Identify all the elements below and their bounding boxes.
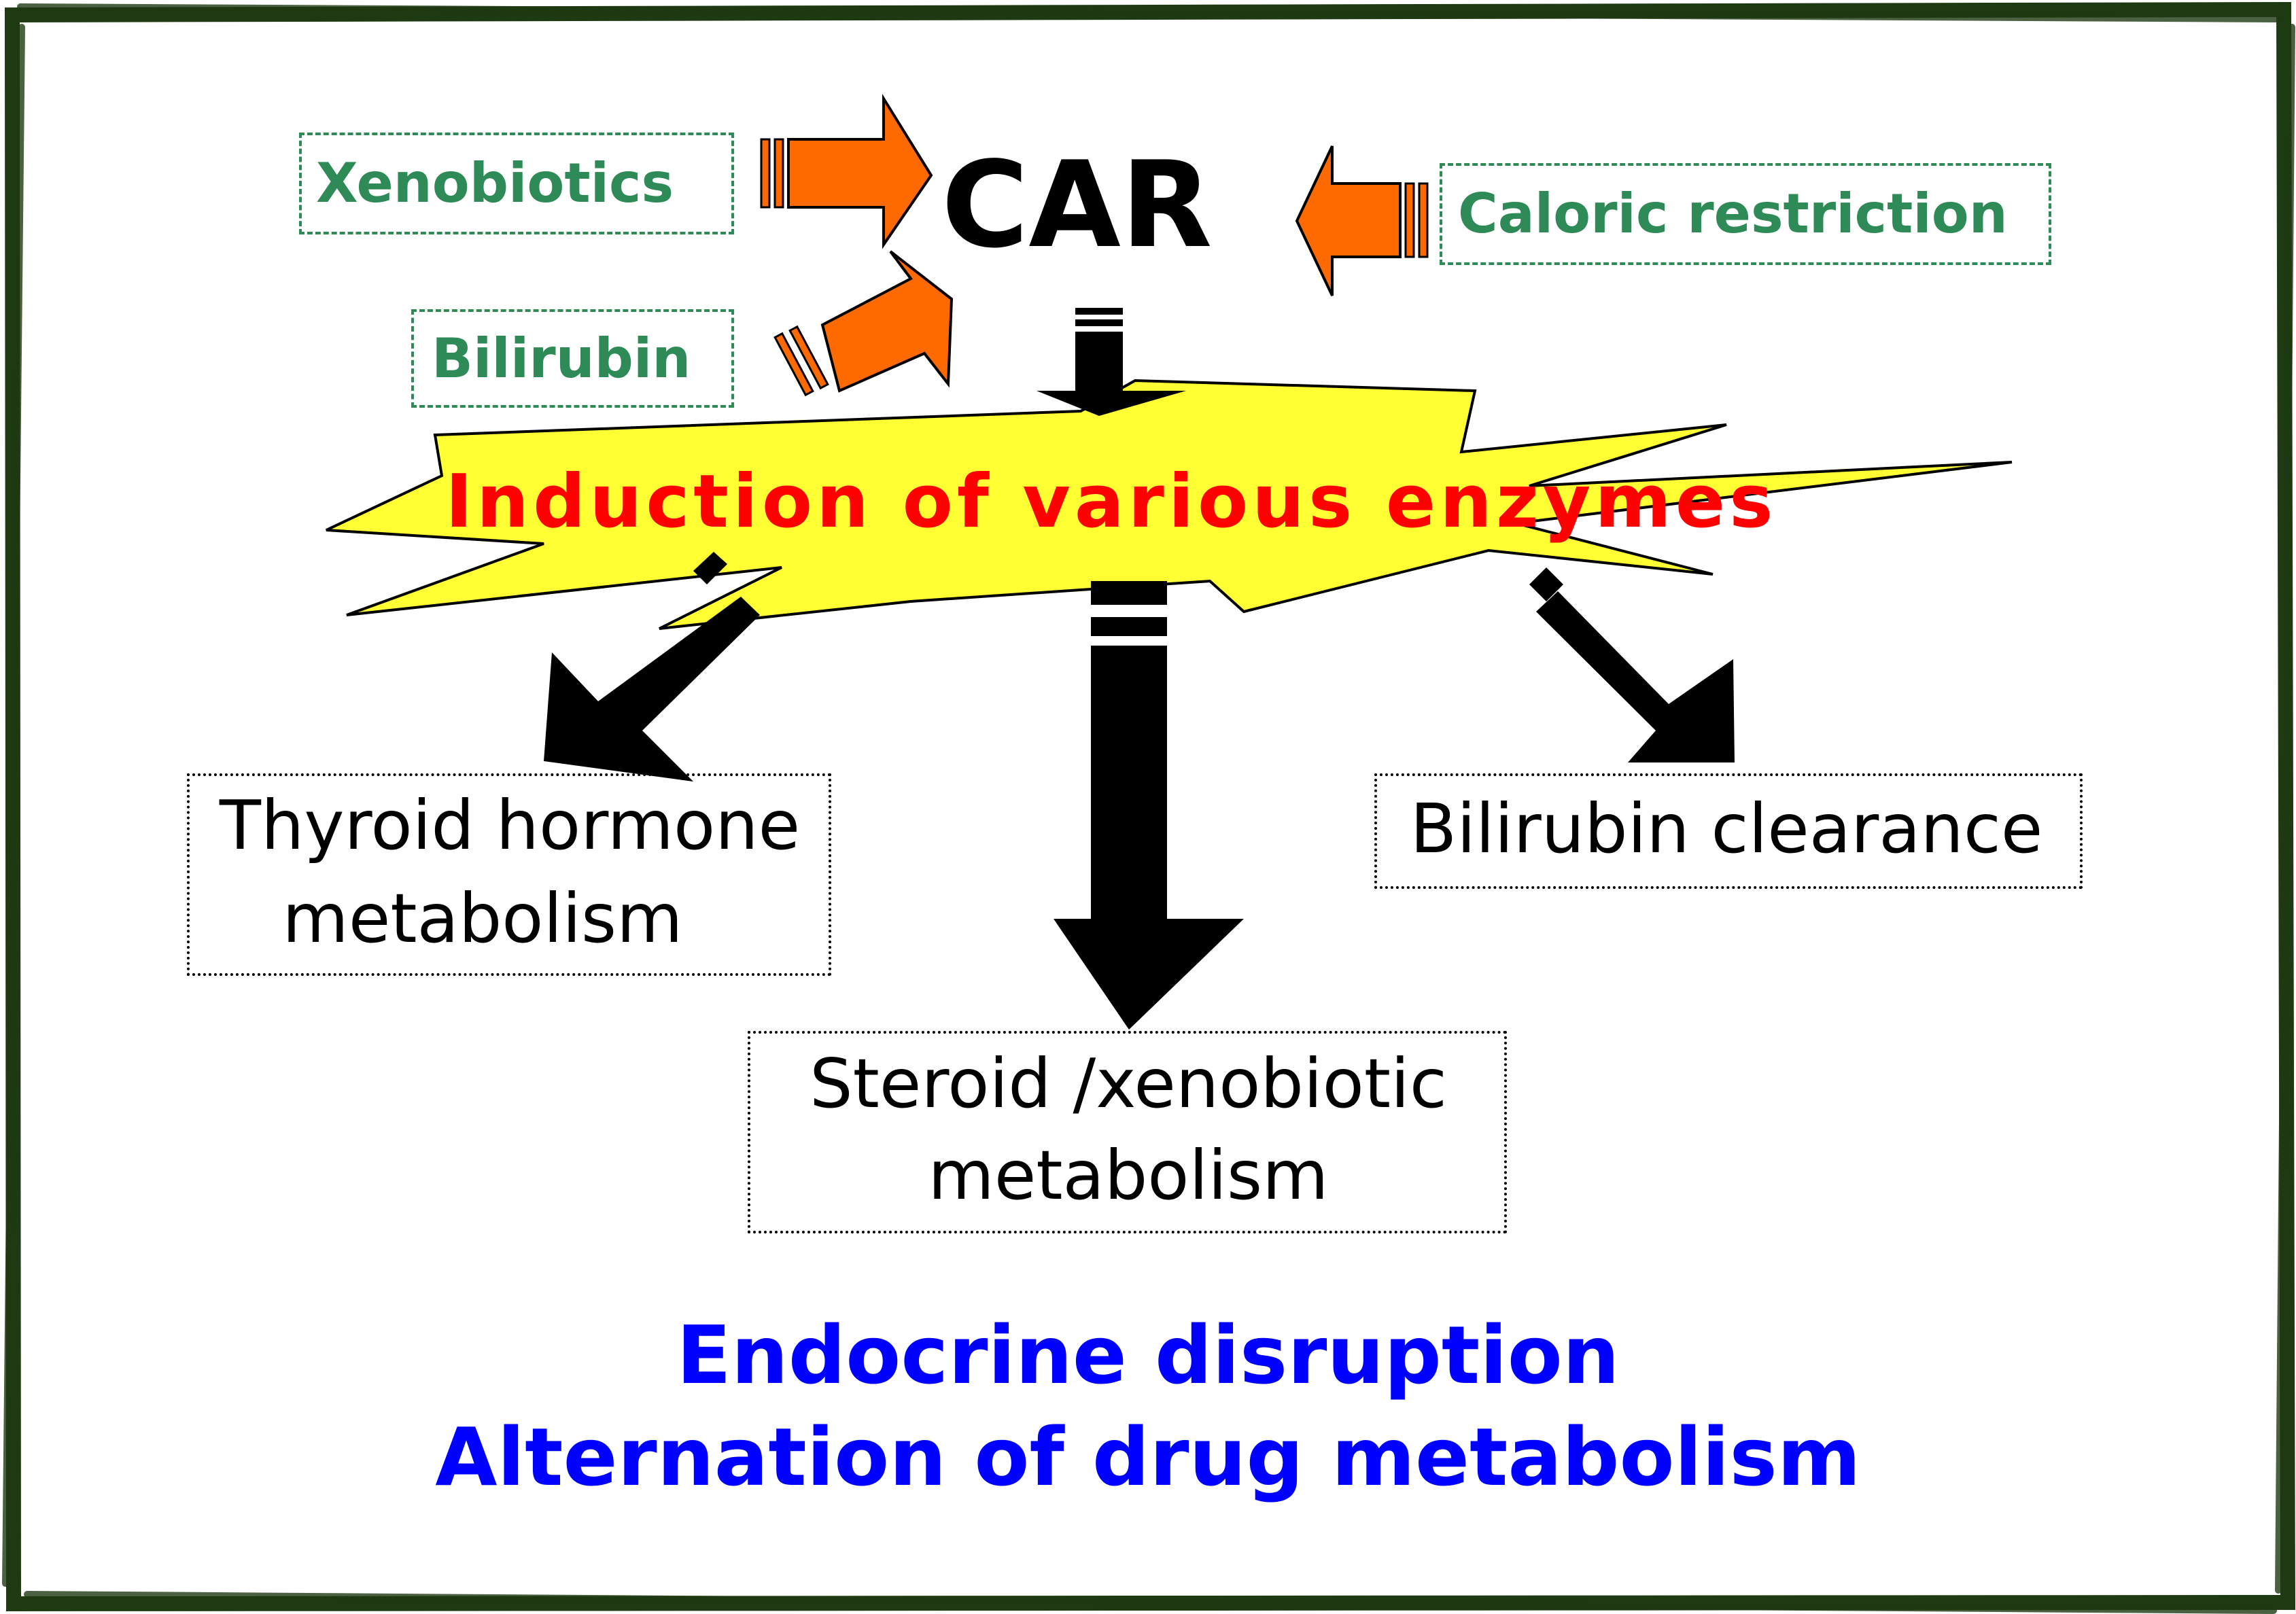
caloric-restriction-arrow	[1295, 145, 1429, 296]
thyroid-box	[187, 773, 831, 976]
steroid-box	[748, 1031, 1507, 1233]
steroid-label-line1: Steroid /xenobiotic	[810, 1044, 1447, 1123]
xenobiotics-box	[299, 133, 734, 234]
caloric-restriction-box	[1440, 163, 2051, 265]
induction-label: Induction of various enzymes	[445, 459, 1777, 544]
steroid-arrow	[1054, 581, 1244, 1030]
bilirubin-clearance-arrow	[1529, 567, 1735, 762]
car-down-arrow	[1037, 308, 1186, 416]
thyroid-arrow	[544, 552, 760, 782]
thyroid-label-line1: Thyroid hormone	[219, 786, 801, 865]
bilirubin-clearance-label: Bilirubin clearance	[1410, 789, 2043, 869]
car-label: CAR	[941, 137, 1213, 275]
steroid-label-line2: metabolism	[928, 1136, 1329, 1215]
thyroid-label-line2: metabolism	[282, 879, 683, 958]
xenobiotics-label: Xenobiotics	[316, 152, 674, 215]
bilirubin-arrow	[773, 250, 954, 397]
consequence-line2: Alternation of drug metabolism	[435, 1410, 1861, 1504]
bilirubin-label: Bilirubin	[432, 327, 691, 390]
caloric-restriction-label: Caloric restriction	[1458, 182, 2008, 245]
xenobiotics-arrow	[760, 93, 933, 249]
consequence-line1: Endocrine disruption	[676, 1308, 1620, 1402]
bilirubin-clearance-box	[1374, 773, 2083, 889]
induction-burst	[326, 379, 2013, 630]
bilirubin-box	[411, 309, 734, 408]
